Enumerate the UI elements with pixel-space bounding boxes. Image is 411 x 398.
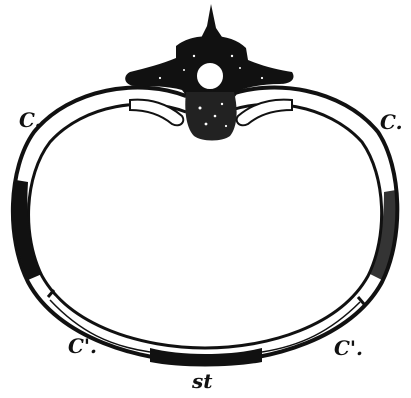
- vertebral-foramen: [196, 62, 224, 90]
- sternum: [150, 348, 262, 367]
- rib-left-shading: [14, 180, 42, 280]
- rib-label-left: C.: [19, 110, 42, 130]
- cartilage-label-left: C'.: [68, 336, 97, 356]
- rib-ring-inner: [29, 104, 382, 348]
- vertebra: [125, 4, 293, 141]
- rib-right-shading: [370, 190, 396, 280]
- cartilage-label-right: C'.: [334, 338, 363, 358]
- rib-label-right: C.: [380, 112, 403, 132]
- sternum-label: st: [192, 371, 213, 391]
- vertebral-body: [185, 92, 236, 141]
- rib-head-left: [130, 100, 183, 126]
- rib-head-right: [237, 100, 292, 126]
